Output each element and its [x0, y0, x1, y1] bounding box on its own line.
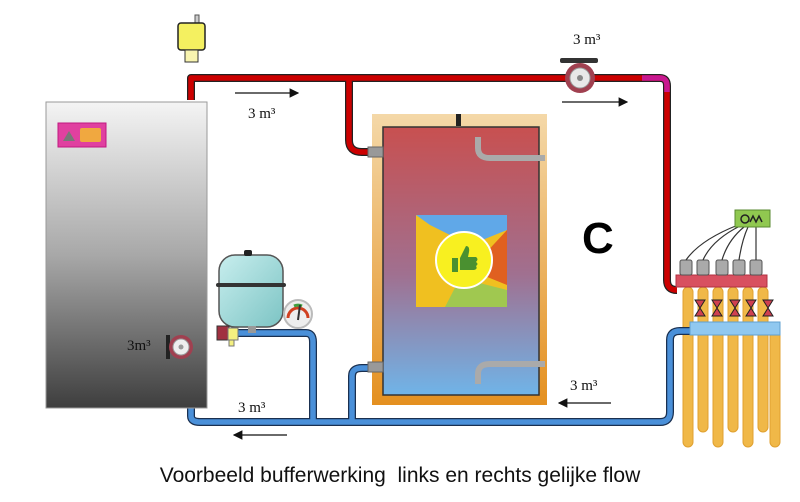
flow-label-pump: 3 m³ — [573, 32, 601, 48]
air-vent-icon — [177, 14, 206, 63]
flow-label-boiler-pump: 3m³ — [127, 338, 151, 354]
supply-pipe-segment — [642, 75, 670, 92]
caption: Voorbeeld bufferwerking links en rechts … — [160, 464, 641, 487]
flow-label-top-left: 3 m³ — [248, 106, 276, 122]
flow-label-bottom-right: 3 m³ — [570, 378, 598, 394]
scenario-letter: C — [582, 214, 614, 263]
controller-icon — [685, 209, 771, 261]
buffer-tank-icon — [367, 114, 547, 405]
expansion-vessel-icon — [216, 250, 286, 347]
pressure-gauge-icon — [283, 299, 313, 329]
boiler-icon — [45, 101, 208, 409]
pump-icon — [166, 335, 193, 359]
flow-label-bottom-left: 3 m³ — [238, 400, 266, 416]
thumbs-up-icon — [416, 215, 507, 307]
manifold-icon — [675, 259, 781, 336]
pump-icon — [560, 58, 598, 93]
